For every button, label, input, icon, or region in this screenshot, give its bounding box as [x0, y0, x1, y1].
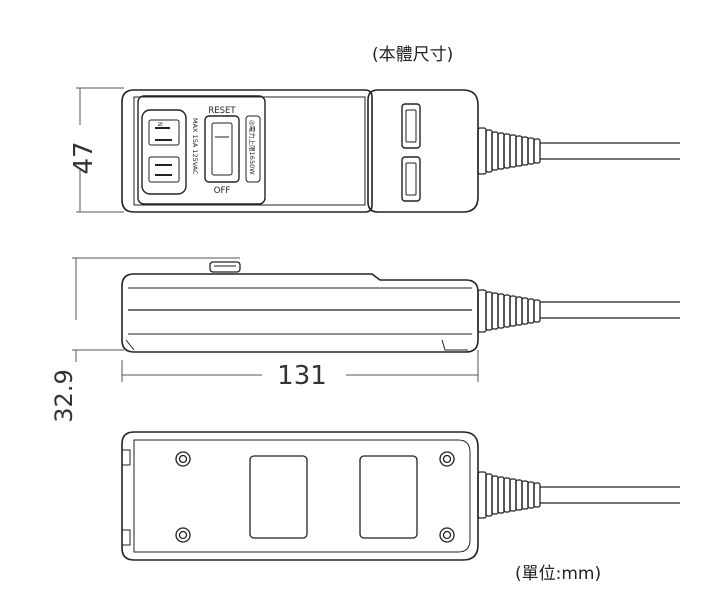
reset-switch — [204, 115, 240, 183]
strip-body-top — [121, 89, 373, 213]
dimension-32-9-label: 32.9 — [50, 369, 78, 422]
ac-socket — [141, 109, 187, 195]
bottom-view — [121, 431, 680, 561]
screw-holes — [175, 451, 455, 543]
unit-caption: (單位:mm) — [515, 564, 601, 584]
body-size-caption: (本體尺寸) — [372, 45, 453, 65]
strip-body-side — [121, 273, 479, 353]
off-label: OFF — [214, 186, 231, 196]
label-pad-left — [249, 455, 308, 539]
top-view: 47 — [69, 87, 680, 213]
socket-panel — [137, 95, 266, 205]
rating-label: MAX 15A 125VAC — [191, 118, 199, 175]
usb-port-1 — [401, 103, 421, 149]
reset-label: RESET — [208, 106, 236, 116]
label-pad-right — [359, 455, 418, 539]
usb-port-2 — [401, 156, 421, 202]
usb-module — [367, 89, 479, 213]
cable-strain-relief-top — [477, 127, 541, 175]
power-limit-label: ◎電力上限1650W — [248, 120, 257, 175]
dimension-47-label: 47 — [69, 141, 99, 174]
dimension-47 — [76, 87, 124, 213]
dimension-131 — [121, 350, 479, 382]
cable-strain-relief-bottom — [477, 471, 541, 519]
dimension-32-9 — [72, 257, 240, 362]
cable-strain-relief-side — [477, 289, 541, 333]
dimension-131-label: 131 — [277, 361, 327, 391]
neutral-pole-label: N — [156, 122, 163, 127]
strip-body-bottom — [121, 431, 479, 561]
side-view — [72, 257, 680, 382]
